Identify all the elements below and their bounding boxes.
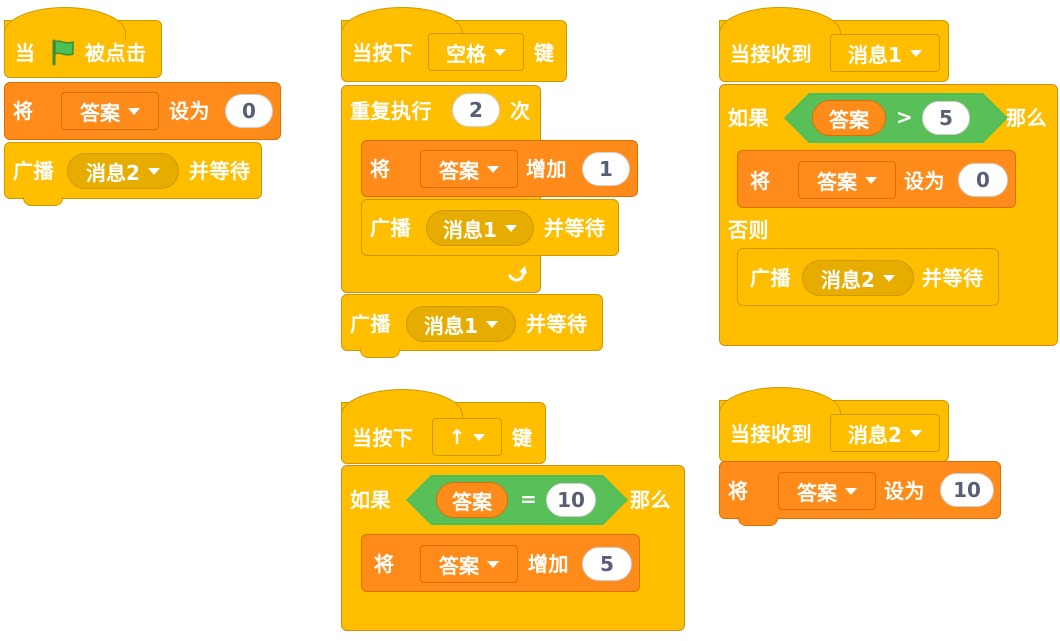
green-flag-icon: [52, 39, 74, 66]
value-input[interactable]: 10: [940, 473, 994, 507]
broadcast-and-wait-block[interactable]: 广播 消息1 并等待: [341, 294, 603, 358]
variable-dropdown[interactable]: 答案: [420, 545, 518, 583]
broadcast-label: 广播: [370, 216, 411, 240]
change-label: 增加: [528, 552, 569, 576]
set-to-label: 设为: [904, 169, 945, 193]
hat-label-when-receive: 当接收到: [730, 42, 812, 66]
compare-value-input[interactable]: 5: [922, 101, 970, 135]
set-to-label: 设为: [884, 479, 925, 503]
operator-symbol: >: [896, 105, 913, 129]
key-suffix-label: 键: [534, 41, 555, 65]
repeat-arrow-icon: [508, 266, 527, 282]
if-else-block[interactable]: 如果 答案 > 5 那么 否则: [719, 84, 1058, 346]
set-variable-block[interactable]: 将 答案 设为 0: [737, 150, 1016, 208]
repeat-label: 重复执行: [350, 99, 432, 123]
set-label: 将: [374, 552, 395, 576]
change-label: 增加: [526, 157, 567, 181]
set-variable-block[interactable]: 将 答案 设为 0: [4, 82, 281, 140]
set-variable-block[interactable]: 将 答案 设为 10: [719, 461, 1001, 526]
times-label: 次: [510, 99, 531, 123]
hat-label-when-pressed: 当按下: [352, 41, 414, 65]
dropdown-caret-icon: [909, 49, 922, 57]
then-label: 那么: [630, 488, 671, 512]
broadcast-label: 广播: [750, 266, 791, 290]
change-variable-block[interactable]: 将 答案 增加 1: [361, 140, 638, 197]
when-receive-hat[interactable]: 当接收到 消息2: [719, 387, 949, 462]
dropdown-caret-icon: [487, 560, 499, 568]
message-dropdown[interactable]: 消息1: [406, 306, 516, 342]
broadcast-and-wait-block[interactable]: 广播 消息2 并等待: [4, 142, 262, 206]
dropdown-caret-icon: [909, 429, 922, 437]
variable-dropdown[interactable]: 答案: [798, 161, 896, 199]
repeat-count-input[interactable]: 2: [452, 93, 500, 127]
variable-dropdown[interactable]: 答案: [420, 150, 518, 188]
dropdown-caret-icon: [485, 320, 498, 328]
set-label: 将: [370, 157, 391, 181]
dropdown-caret-icon: [128, 107, 140, 115]
variable-reporter[interactable]: 答案: [436, 482, 508, 518]
variable-dropdown[interactable]: 答案: [61, 92, 159, 130]
message-dropdown[interactable]: 消息2: [802, 260, 914, 296]
operator-symbol: =: [520, 487, 537, 511]
set-to-label: 设为: [169, 99, 210, 123]
and-wait-label: 并等待: [189, 159, 251, 183]
hat-label-clicked: 被点击: [85, 41, 147, 65]
and-wait-label: 并等待: [922, 266, 984, 290]
when-key-pressed-hat[interactable]: 当按下 空格 键: [341, 7, 567, 82]
when-key-pressed-hat[interactable]: 当按下 ↑ 键: [341, 389, 546, 464]
broadcast-and-wait-block-inner[interactable]: 广播 消息1 并等待: [361, 199, 619, 256]
and-wait-label: 并等待: [544, 216, 606, 240]
dropdown-caret-icon: [473, 433, 486, 441]
hat-label-when: 当: [15, 41, 36, 65]
variable-dropdown[interactable]: 答案: [778, 472, 876, 510]
and-wait-label: 并等待: [526, 312, 588, 336]
greater-than-operator[interactable]: 答案 > 5: [784, 93, 1008, 143]
set-label: 将: [750, 169, 771, 193]
dropdown-caret-icon: [845, 487, 857, 495]
key-suffix-label: 键: [512, 426, 533, 450]
key-dropdown[interactable]: 空格: [428, 33, 524, 71]
change-value-input[interactable]: 5: [582, 547, 632, 581]
broadcast-label: 广播: [350, 312, 391, 336]
message-dropdown[interactable]: 消息1: [426, 210, 534, 246]
message-dropdown[interactable]: 消息1: [830, 34, 940, 72]
dropdown-caret-icon: [147, 167, 160, 175]
hat-label-when-receive: 当接收到: [730, 422, 812, 446]
variable-reporter[interactable]: 答案: [812, 100, 886, 136]
message-dropdown[interactable]: 消息2: [67, 153, 179, 189]
if-label: 如果: [350, 488, 391, 512]
broadcast-label: 广播: [13, 159, 54, 183]
set-label: 将: [728, 479, 749, 503]
equals-operator[interactable]: 答案 = 10: [406, 475, 628, 525]
dropdown-caret-icon: [494, 48, 506, 56]
value-input[interactable]: 0: [225, 94, 273, 128]
if-label: 如果: [728, 106, 769, 130]
else-label: 否则: [728, 218, 769, 242]
dropdown-caret-icon: [865, 176, 877, 184]
dropdown-caret-icon: [487, 165, 499, 173]
change-variable-block[interactable]: 将 答案 增加 5: [361, 534, 640, 592]
message-dropdown[interactable]: 消息2: [830, 414, 940, 452]
hat-label-when-pressed: 当按下: [352, 426, 414, 450]
when-receive-hat[interactable]: 当接收到 消息1: [719, 7, 949, 82]
compare-value-input[interactable]: 10: [546, 483, 596, 517]
dropdown-caret-icon: [882, 274, 895, 282]
change-value-input[interactable]: 1: [582, 152, 630, 186]
then-label: 那么: [1006, 106, 1047, 130]
key-dropdown[interactable]: ↑: [432, 418, 502, 456]
set-label: 将: [13, 99, 34, 123]
when-flag-clicked-hat[interactable]: 当 被点击: [4, 7, 162, 78]
broadcast-and-wait-block[interactable]: 广播 消息2 并等待: [737, 248, 999, 306]
value-input[interactable]: 0: [958, 163, 1008, 197]
dropdown-caret-icon: [504, 224, 517, 232]
